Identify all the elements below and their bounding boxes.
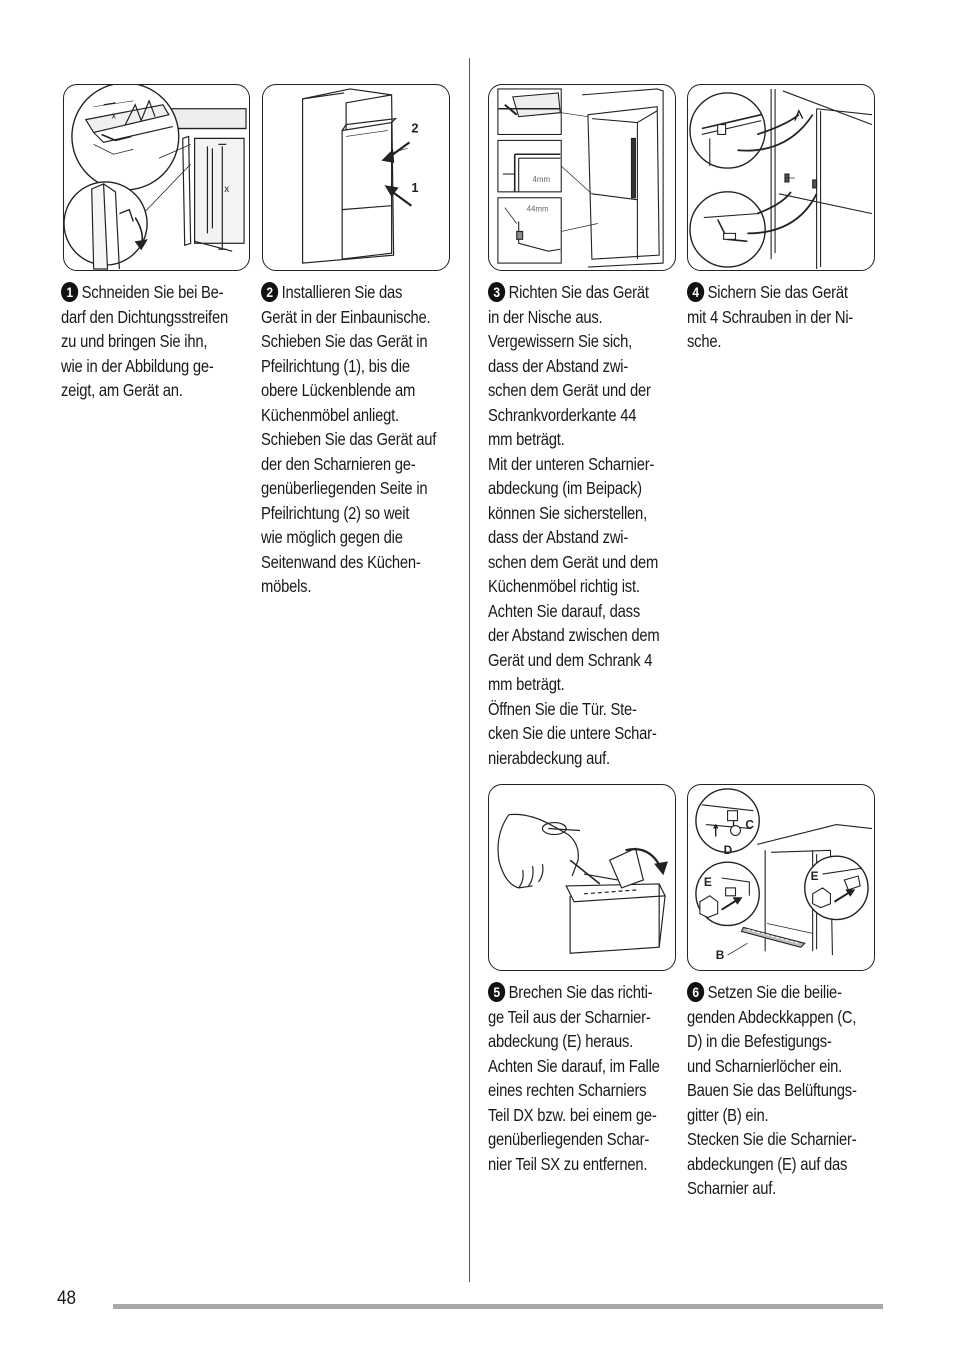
step-3-line: cken Sie die untere Schar- xyxy=(488,723,657,743)
step-2-line: Seitenwand des Küchen- xyxy=(261,551,421,572)
footer-rule xyxy=(113,1304,883,1309)
step-3-line: der Abstand zwischen dem xyxy=(488,625,660,645)
step-3-line: Richten Sie das Gerät xyxy=(508,282,649,302)
step-6-line: Bauen Sie das Belüftungs- xyxy=(687,1080,857,1100)
step-3-line: abdeckung (im Beipack) xyxy=(488,478,642,498)
step-1-line: darf den Dichtungsstreifen xyxy=(61,306,228,327)
step-5-line: genüberliegenden Schar- xyxy=(488,1129,650,1149)
figure-1-sealing-strip: x x xyxy=(63,84,250,271)
step-6-line: und Scharnierlöcher ein. xyxy=(687,1055,843,1076)
step-3-line: Schrankvorderkante 44 xyxy=(488,404,637,425)
step-3-line: mm beträgt. xyxy=(488,674,565,694)
step-3-number-badge: 3 xyxy=(488,282,506,302)
step-6-line: Setzen Sie die beilie- xyxy=(707,982,842,1002)
figure-4-secure-screws xyxy=(687,84,875,271)
figure-2-push-appliance: 2 1 xyxy=(262,84,450,271)
step-2-line: Schieben Sie das Gerät auf xyxy=(261,429,437,449)
step-5-line: Teil DX bzw. bei einem ge- xyxy=(488,1104,657,1125)
step-3-line: Öffnen Sie die Tür. Ste- xyxy=(488,698,637,719)
step-1-line: zu und bringen Sie ihn, xyxy=(61,331,208,351)
step-3-line: können Sie sicherstellen, xyxy=(488,502,647,523)
figure-3-align-appliance: 4mm 44mm xyxy=(488,84,676,271)
step-4-line: sche. xyxy=(687,331,722,351)
step-1-line: wie in der Abbildung ge- xyxy=(61,355,214,376)
step-1-line: Schneiden Sie bei Be- xyxy=(81,282,224,302)
step-2-line: wie möglich gegen die xyxy=(261,527,403,547)
step-3-line: Küchenmöbel richtig ist. xyxy=(488,576,640,596)
step-6-number-badge: 6 xyxy=(687,982,705,1002)
step-4-line: mit 4 Schrauben in der Ni- xyxy=(687,306,854,327)
fig6-b-label: B xyxy=(716,948,725,962)
step-2-line: Pfeilrichtung (2) so weit xyxy=(261,502,410,523)
step-4-line: Sichern Sie das Gerät xyxy=(707,282,848,302)
step-6-line: genden Abdeckkappen (C, xyxy=(687,1006,857,1027)
step-3-line: schen dem Gerät und dem xyxy=(488,551,659,572)
fig6-e-right-label: E xyxy=(811,869,819,883)
step-6-line: Scharnier auf. xyxy=(687,1178,777,1198)
step-5-number-badge: 5 xyxy=(488,982,506,1002)
step-3-line: Gerät und dem Schrank 4 xyxy=(488,649,653,670)
step-5-line: eines rechten Scharniers xyxy=(488,1080,647,1100)
fig6-d-label: D xyxy=(724,843,733,857)
step-3-line: dass der Abstand zwi- xyxy=(488,355,629,376)
page-number: 48 xyxy=(57,1288,77,1309)
step-3-line: schen dem Gerät und der xyxy=(488,380,651,400)
step-3-line: Achten Sie darauf, dass xyxy=(488,600,641,621)
figure-5-break-out-part xyxy=(488,784,676,971)
step-2-line: Installieren Sie das xyxy=(281,282,403,302)
fig1-x-side-label: x xyxy=(224,184,229,195)
step-2-line: der den Scharnieren ge- xyxy=(261,453,416,474)
step-3-line: in der Nische aus. xyxy=(488,306,603,327)
step-5-line: nier Teil SX zu entfernen. xyxy=(488,1153,648,1174)
step-5-line: abdeckung (E) heraus. xyxy=(488,1031,634,1051)
step-1-number-badge: 1 xyxy=(61,282,79,302)
step-3-line: mm beträgt. xyxy=(488,429,565,449)
step-2-line: obere Lückenblende am xyxy=(261,380,416,400)
step-2-number-badge: 2 xyxy=(261,282,279,302)
step-2-line: Pfeilrichtung (1), bis die xyxy=(261,355,410,376)
step-5-line: Achten Sie darauf, im Falle xyxy=(488,1055,660,1076)
step-6-line: abdeckungen (E) auf das xyxy=(687,1153,848,1174)
figure-6-covers-and-grille: B C D E E xyxy=(687,784,875,971)
step-3-line: dass der Abstand zwi- xyxy=(488,527,629,547)
step-3-line: Mit der unteren Scharnier- xyxy=(488,453,655,474)
fig2-arrow-2-label: 2 xyxy=(411,120,418,135)
step-3-line: Vergewissern Sie sich, xyxy=(488,331,632,351)
step-2-line: möbels. xyxy=(261,576,312,596)
fig3-gap-44-label: 44mm xyxy=(527,205,549,214)
step-5-line: Brechen Sie das richti- xyxy=(508,982,653,1002)
step-2-line: genüberliegenden Seite in xyxy=(261,478,428,498)
step-6-line: gitter (B) ein. xyxy=(687,1104,769,1125)
column-divider xyxy=(469,58,471,1282)
step-5-line: ge Teil aus der Scharnier- xyxy=(488,1006,651,1027)
fig3-gap-4-label: 4mm xyxy=(533,175,551,184)
fig2-arrow-1-label: 1 xyxy=(411,180,418,195)
step-3-line: nierabdeckung auf. xyxy=(488,747,610,768)
fig6-c-label: C xyxy=(745,818,754,832)
step-1-line: zeigt, am Gerät an. xyxy=(61,380,183,400)
step-6-line: D) in die Befestigungs- xyxy=(687,1031,832,1051)
step-2-line: Gerät in der Einbaunische. xyxy=(261,306,431,327)
step-4-number-badge: 4 xyxy=(687,282,705,302)
fig1-x-top-label: x xyxy=(111,111,116,121)
fig6-e-left-label: E xyxy=(704,875,712,889)
step-6-line: Stecken Sie die Scharnier- xyxy=(687,1129,857,1149)
step-2-line: Küchenmöbel anliegt. xyxy=(261,404,399,425)
step-2-line: Schieben Sie das Gerät in xyxy=(261,331,428,351)
